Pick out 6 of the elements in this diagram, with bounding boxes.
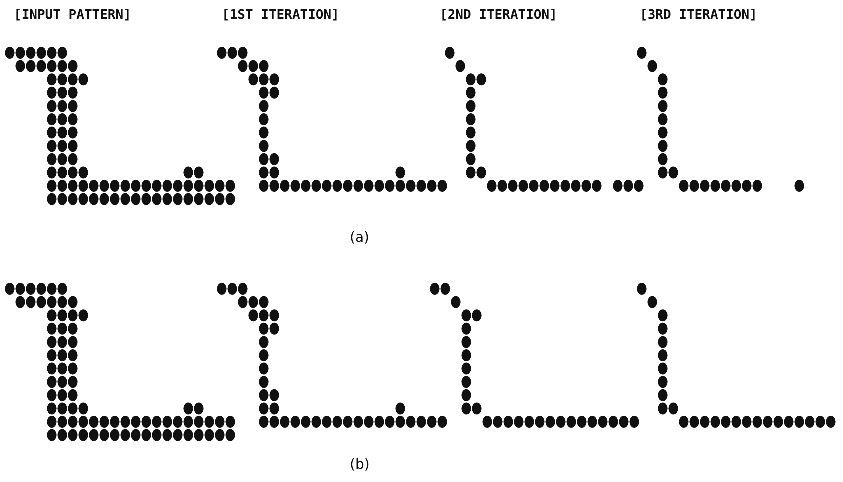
panel-title: [1ST ITERATION] xyxy=(222,8,340,23)
panel-title: [3RD ITERATION] xyxy=(640,8,758,23)
subfigure-label: (a) xyxy=(350,230,370,246)
subfigure-label: (b) xyxy=(350,457,370,473)
panel-title: [2ND ITERATION] xyxy=(440,8,558,23)
panel-title: [INPUT PATTERN] xyxy=(14,8,132,23)
